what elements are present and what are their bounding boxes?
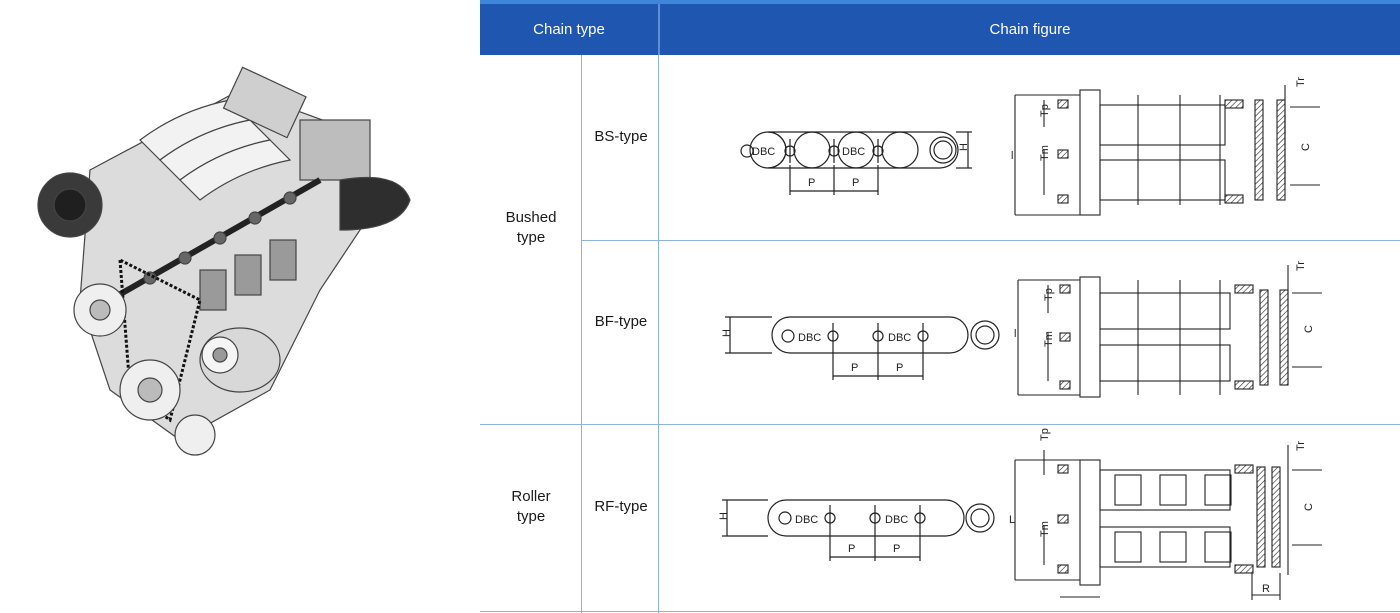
- bs-height-label: H: [958, 143, 970, 151]
- bf-side-view: [725, 316, 1000, 380]
- rf-r-label: R: [1262, 583, 1270, 595]
- bf-top-view: [1017, 265, 1322, 398]
- type-label-rf: RF-type: [594, 498, 648, 515]
- rf-tp-label: Tp: [1039, 428, 1051, 441]
- bs-tr-label: Tr: [1295, 77, 1307, 87]
- chain-figures: DBC DBC P P H: [718, 77, 1322, 600]
- header-chain-type: Chain type: [480, 4, 658, 55]
- bf-dbc-label-2: DBC: [888, 332, 911, 344]
- bs-length-label: l: [1011, 150, 1013, 162]
- rf-pitch-label-1: P: [848, 543, 855, 555]
- type-label-bs: BS-type: [594, 128, 648, 145]
- grid-divider: [480, 611, 1400, 612]
- rf-tm-label: Tm: [1039, 521, 1051, 537]
- bf-tr-label: Tr: [1295, 261, 1307, 271]
- bs-pitch-label-2: P: [852, 177, 859, 189]
- bf-c-label: C: [1303, 325, 1315, 333]
- rf-c-label: C: [1303, 503, 1315, 511]
- bs-tp-label: Tp: [1039, 104, 1051, 117]
- group-label-roller: Roller type: [511, 488, 551, 525]
- chain-type-table: Chain type Chain figure Bushed type Roll…: [480, 0, 1400, 613]
- bs-pitch-label-1: P: [808, 177, 815, 189]
- group-label-bushed: Bushed type: [505, 209, 557, 246]
- grid-divider: [480, 424, 1400, 425]
- rf-dbc-label-2: DBC: [885, 514, 908, 526]
- header-accent-bar: [480, 0, 1400, 4]
- bf-length-label: l: [1014, 328, 1016, 340]
- grid-divider: [581, 240, 1400, 241]
- header-chain-figure: Chain figure: [660, 4, 1400, 55]
- bs-dbc-label-2: DBC: [842, 146, 865, 158]
- bs-tm-label: Tm: [1039, 145, 1051, 161]
- type-label-bf: BF-type: [594, 313, 648, 330]
- bs-dbc-label-1: DBC: [752, 146, 775, 158]
- bs-top-view: [1014, 85, 1320, 216]
- bf-tp-label: Tp: [1043, 288, 1055, 301]
- bs-c-label: C: [1300, 143, 1312, 151]
- rf-top-view: [1014, 445, 1322, 600]
- rf-dbc-label-1: DBC: [795, 514, 818, 526]
- engine-illustration: [20, 60, 450, 460]
- rf-pitch-label-2: P: [893, 543, 900, 555]
- bf-tm-label: Tm: [1043, 331, 1055, 347]
- bf-pitch-label-2: P: [896, 362, 903, 374]
- bf-dbc-label-1: DBC: [798, 332, 821, 344]
- bf-pitch-label-1: P: [851, 362, 858, 374]
- rf-height-label: H: [718, 512, 730, 520]
- grid-divider: [658, 55, 659, 613]
- rf-length-label: L: [1009, 514, 1015, 526]
- rf-tr-label: Tr: [1295, 441, 1307, 451]
- bs-side-view: [740, 131, 972, 195]
- header-separator: [658, 4, 660, 55]
- bf-height-label: H: [721, 329, 733, 337]
- grid-divider: [581, 55, 582, 613]
- rf-side-view: [722, 499, 995, 561]
